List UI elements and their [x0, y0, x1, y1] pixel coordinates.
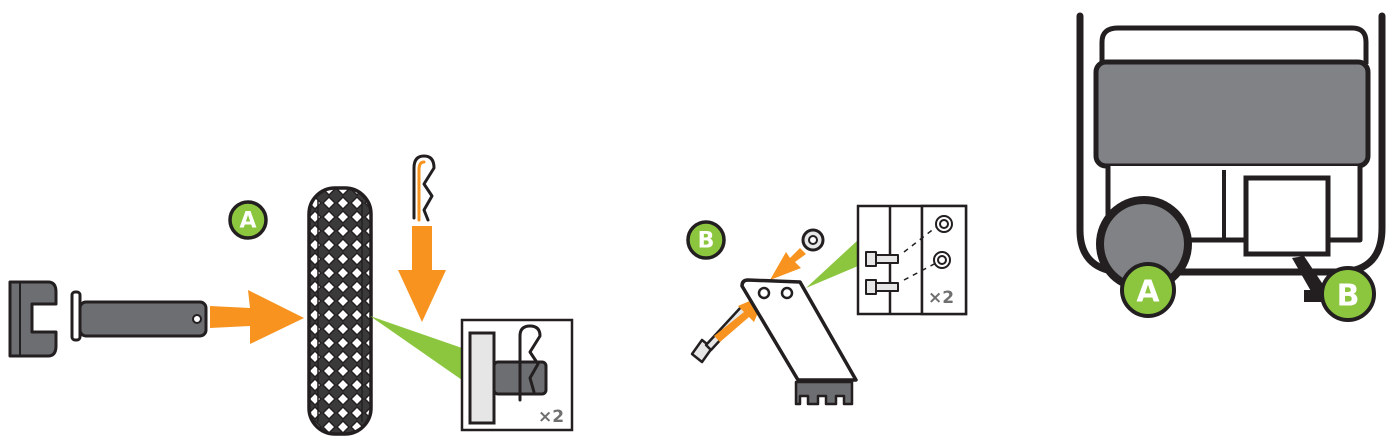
generator-overview: A B: [1076, 12, 1386, 322]
insert-axle-arrow: [210, 290, 304, 344]
bolt-detail-box: ×2: [856, 204, 968, 316]
callout-wedge-b: [806, 240, 858, 288]
step-a-badge-label: A: [239, 209, 256, 234]
generator-tank: [1093, 59, 1371, 169]
step-a-badge: A: [228, 200, 268, 240]
step-b-quantity: ×2: [928, 288, 954, 308]
clip-detail-box: ×2: [460, 318, 574, 432]
overview-badge-b-label: B: [1337, 279, 1360, 314]
nut-arrow: [770, 248, 806, 280]
step-b-badge-label: B: [698, 229, 715, 254]
step-b: B: [686, 204, 968, 406]
overview-badge-a-label: A: [1136, 275, 1160, 310]
nut: [801, 228, 825, 252]
hairpin-clip: [412, 154, 436, 222]
generator-frame: [1076, 12, 1386, 276]
overview-badge-b: B: [1320, 266, 1376, 322]
axle: [70, 290, 208, 342]
step-a-quantity: ×2: [538, 407, 564, 427]
leg-bracket: [740, 278, 858, 406]
step-a: A ×2: [8, 154, 574, 436]
hub-cap: [8, 280, 58, 358]
overview-badge-a: A: [1120, 262, 1176, 318]
wheel: [307, 186, 373, 436]
callout-wedge: [370, 316, 462, 380]
step-b-badge: B: [686, 220, 726, 260]
insert-clip-arrow: [398, 226, 446, 322]
overview-wheel: [1096, 196, 1192, 292]
